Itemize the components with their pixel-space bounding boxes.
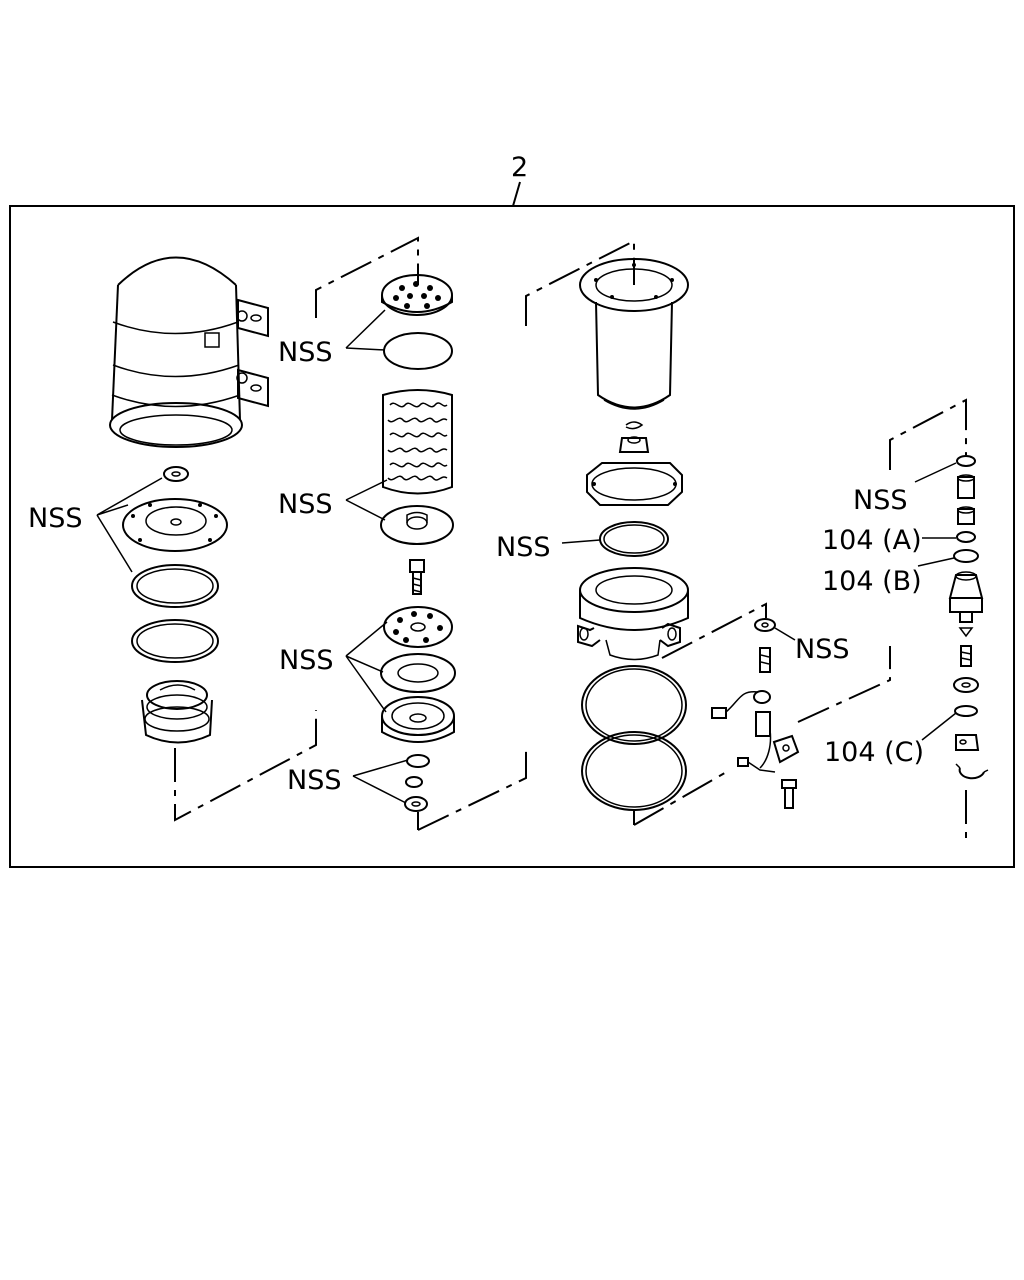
label-nss-3: NSS xyxy=(278,489,332,520)
filter-stack-group xyxy=(380,274,456,812)
housing-group xyxy=(109,256,269,744)
label-nss-5: NSS xyxy=(287,765,341,796)
label-nss-8: NSS xyxy=(853,485,907,516)
assembly-number: 2 xyxy=(511,152,528,183)
label-nss-1: NSS xyxy=(28,503,82,534)
callouts: NSS NSS NSS NSS NSS NSS NSS NSS 104 (A) … xyxy=(28,309,957,804)
label-nss-7: NSS xyxy=(795,634,849,665)
label-104b: 104 (B) xyxy=(822,566,922,597)
bowl-base-group xyxy=(577,258,689,811)
assembly-frame xyxy=(9,205,1015,868)
label-nss-6: NSS xyxy=(496,532,550,563)
sensor-group xyxy=(711,618,800,809)
assembly-leader xyxy=(512,181,521,207)
label-104a: 104 (A) xyxy=(822,525,922,556)
valve-parts-group xyxy=(948,455,989,780)
label-104c: 104 (C) xyxy=(824,737,924,768)
label-nss-2: NSS xyxy=(278,337,332,368)
label-nss-4: NSS xyxy=(279,645,333,676)
alignment-lines xyxy=(174,236,967,838)
